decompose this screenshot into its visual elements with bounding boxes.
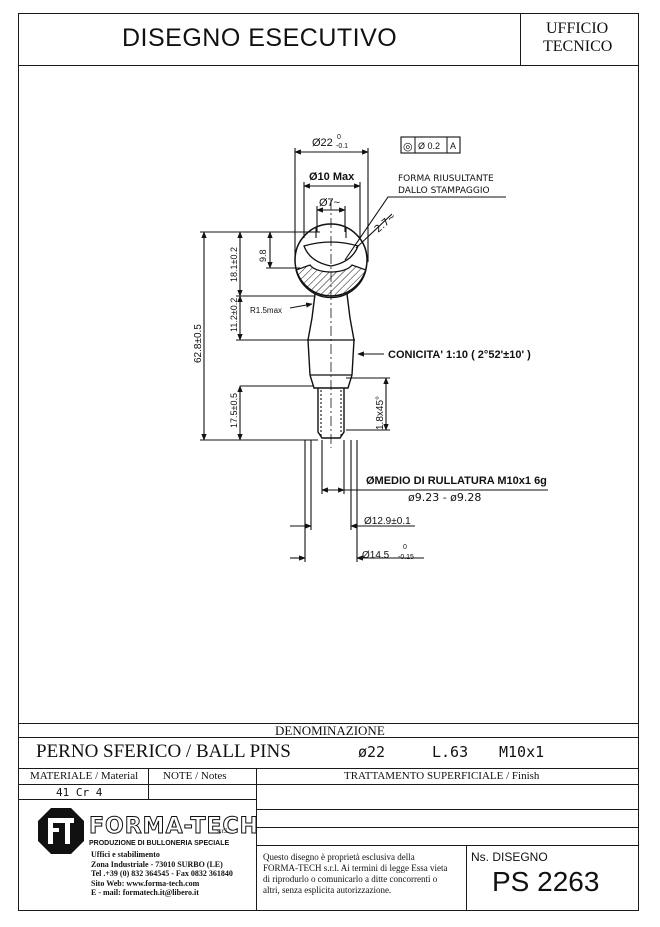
finish-row-2 [256, 827, 639, 828]
material-label: MATERIALE / Material [30, 770, 139, 782]
radius-label: R1.5max [250, 306, 282, 315]
part-name: PERNO SFERICO / BALL PINS [36, 741, 291, 762]
conicita-label: CONICITA' 1:10 ( 2°52'±10' ) [388, 349, 531, 361]
spec-diameter: ø22 [358, 743, 386, 761]
drawing-frame [18, 13, 639, 911]
disclaimer-line: altri, senza esplicita autorizzazione. [263, 885, 392, 895]
dia-14-5-tol-upper: 0 [403, 544, 407, 551]
page-title: DISEGNO ESECUTIVO [122, 24, 398, 52]
labels-divider [18, 784, 639, 785]
material-divider [18, 799, 256, 800]
company-line: Uffici e stabilimento [91, 850, 160, 859]
dia-10-label: Ø10 Max [309, 171, 355, 183]
forma-line-1: FORMA RIUSULTANTE [398, 174, 494, 184]
part-name-divider [18, 768, 639, 769]
finish-separator [256, 768, 257, 911]
dia-12-9-label: Ø12.9±0.1 [364, 516, 411, 527]
finish-row-1 [256, 809, 639, 810]
dia-top-label: Ø22 [312, 137, 333, 149]
title-block-top [18, 723, 639, 724]
company-suffix: s.r.l. [217, 827, 229, 835]
rullatura-range: ø9.23 - ø9.28 [408, 491, 481, 504]
header-divider [18, 65, 639, 66]
dia-14-5-label: Ø14.5 [362, 550, 390, 561]
tol-datum: A [450, 141, 456, 151]
company-line: E - mail: formatech.it@libero.it [91, 888, 199, 897]
department-line-1: UFFICIO [546, 20, 609, 37]
dim-9-8: 9.8 [258, 249, 268, 262]
denominazione-divider [18, 737, 639, 738]
company-subtitle: PRODUZIONE DI BULLONERIA SPECIALE [89, 840, 230, 847]
forma-line-2: DALLO STAMPAGGIO [398, 186, 490, 196]
company-name: FORMA-TECH [88, 814, 260, 840]
department-line-2: TECNICO [543, 38, 613, 55]
spec-thread: M10x1 [499, 743, 545, 761]
finish-row-3 [256, 845, 639, 846]
disclaimer-line: di riprodurlo o comunicarlo a ditte conc… [263, 874, 438, 884]
material-note-separator [148, 768, 149, 799]
dim-18-1: 18.1±0.2 [229, 247, 239, 282]
disclaimer-line: FORMA-TECH s.r.l. Ai termini di legge Es… [263, 863, 448, 873]
denominazione-label: DENOMINAZIONE [275, 723, 385, 738]
dia-7-label: Ø7~ [319, 197, 340, 209]
tolerance-frame: ◎ Ø 0.2 A [400, 136, 461, 154]
material-value: 41 Cr 4 [56, 786, 103, 799]
company-address: Uffici e stabilimento Zona Industriale -… [91, 850, 233, 898]
ball-pin-drawing: ◎ Ø 0.2 A Ø22 0 -0.1 Ø10 Max Ø7~ FORMA R… [193, 134, 548, 562]
company-line: Sito Web: www.forma-tech.com [91, 878, 200, 888]
dim-11-2: 11.2±0.2 [229, 298, 239, 332]
dim-62-8: 62.8±0.5 [193, 324, 204, 363]
concentricity-icon: ◎ [403, 141, 413, 153]
spec-length: L.63 [432, 743, 469, 761]
drawing-number: PS 2263 [492, 866, 600, 897]
header-separator [520, 13, 521, 65]
dia-14-5-tol-lower: -0.15 [398, 554, 414, 561]
company-logo [36, 806, 86, 861]
forma-tech-logo-icon [38, 808, 84, 854]
disclaimer: Questo disegno è proprietà esclusiva del… [263, 852, 447, 896]
ns-disegno-label: Ns. DISEGNO [471, 850, 548, 864]
rullatura-label: ØMEDIO DI RULLATURA M10x1 6g [366, 475, 547, 487]
dia-top-tol-upper: 0 [337, 134, 341, 141]
tol-value: Ø 0.2 [418, 141, 440, 151]
finish-label: TRATTAMENTO SUPERFICIALE / Finish [344, 770, 540, 782]
dim-17-5: 17.5±0.5 [229, 393, 239, 428]
dia-top-tol-lower: -0.1 [336, 143, 348, 150]
disclaimer-line: Questo disegno è proprietà esclusiva del… [263, 852, 415, 862]
chamfer-label: 1.8x45° [375, 396, 386, 430]
angle-label: 2.7~ [373, 211, 399, 235]
notes-label: NOTE / Notes [163, 770, 227, 782]
ns-disegno-separator [466, 845, 467, 911]
company-line: Tel .+39 (0) 832 364545 - Fax 0832 36184… [91, 869, 233, 878]
company-line: Zona Industriale - 73010 SURBO (LE) [91, 859, 223, 869]
